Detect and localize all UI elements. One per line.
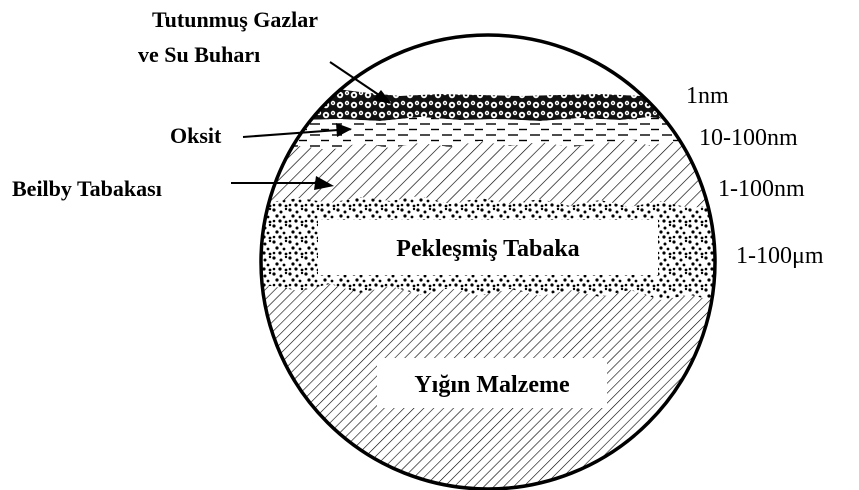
thickness-adsorbed: 1nm [686,83,729,109]
thickness-beilby: 1-100nm [718,176,805,202]
label-bulk-material: Yığın Malzeme [414,372,570,398]
label-adsorbed-line2: ve Su Buharı [138,42,260,67]
label-adsorbed-line1: Tutunmuş Gazlar [152,7,318,32]
label-oxide: Oksit [170,123,222,148]
label-beilby: Beilby Tabakası [12,176,162,201]
thickness-worked: 1-100μm [736,243,824,269]
thickness-oxide: 10-100nm [699,125,798,151]
empty-region [250,30,730,100]
label-worked-layer: Pekleşmiş Tabaka [396,236,579,262]
beilby-layer [250,139,720,208]
